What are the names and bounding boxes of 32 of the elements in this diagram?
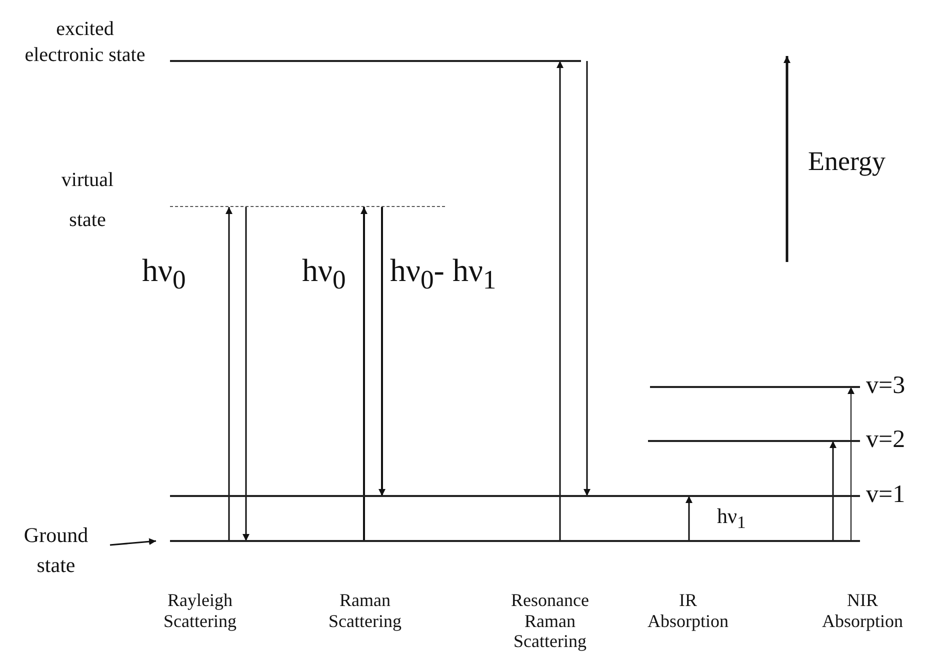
column-label: Resonance Raman Scattering (510, 590, 590, 652)
level-label: virtual state (60, 168, 115, 233)
column-label: Raman Scattering (328, 590, 402, 632)
level-label: v=2 (866, 425, 906, 455)
edge-label: hν$_{1}$ (717, 503, 746, 534)
energy-level-line (170, 540, 860, 542)
column-label: NIR Absorption (821, 590, 904, 632)
energy-level-line (650, 386, 860, 388)
arrow (848, 386, 854, 542)
edge-label: hν$_{0}$ (142, 251, 186, 296)
column-label: IR Absorption (646, 590, 730, 632)
arrow (556, 61, 564, 541)
energy-level-line (648, 440, 860, 442)
column-label: Rayleigh Scattering (162, 590, 238, 632)
arrow (830, 441, 836, 541)
level-label: excited electronic state (24, 17, 146, 68)
energy-level-line (170, 206, 445, 208)
arrow (584, 61, 590, 496)
edge-label: hν$_{0}$- hν$_{1}$ (390, 251, 496, 296)
arrow (226, 207, 232, 541)
state-label: Ground state (4, 520, 108, 581)
arrow (360, 207, 368, 541)
arrow (378, 207, 386, 496)
arrow (686, 496, 692, 541)
energy-level-line (170, 60, 581, 62)
axis-label: Energy (808, 146, 886, 178)
level-label: v=1 (866, 480, 906, 510)
arrow (242, 207, 250, 541)
arrow (110, 538, 156, 546)
edge-label: hν$_{0}$ (302, 251, 346, 296)
level-label: v=3 (866, 371, 906, 401)
energy-level-line (170, 495, 860, 497)
